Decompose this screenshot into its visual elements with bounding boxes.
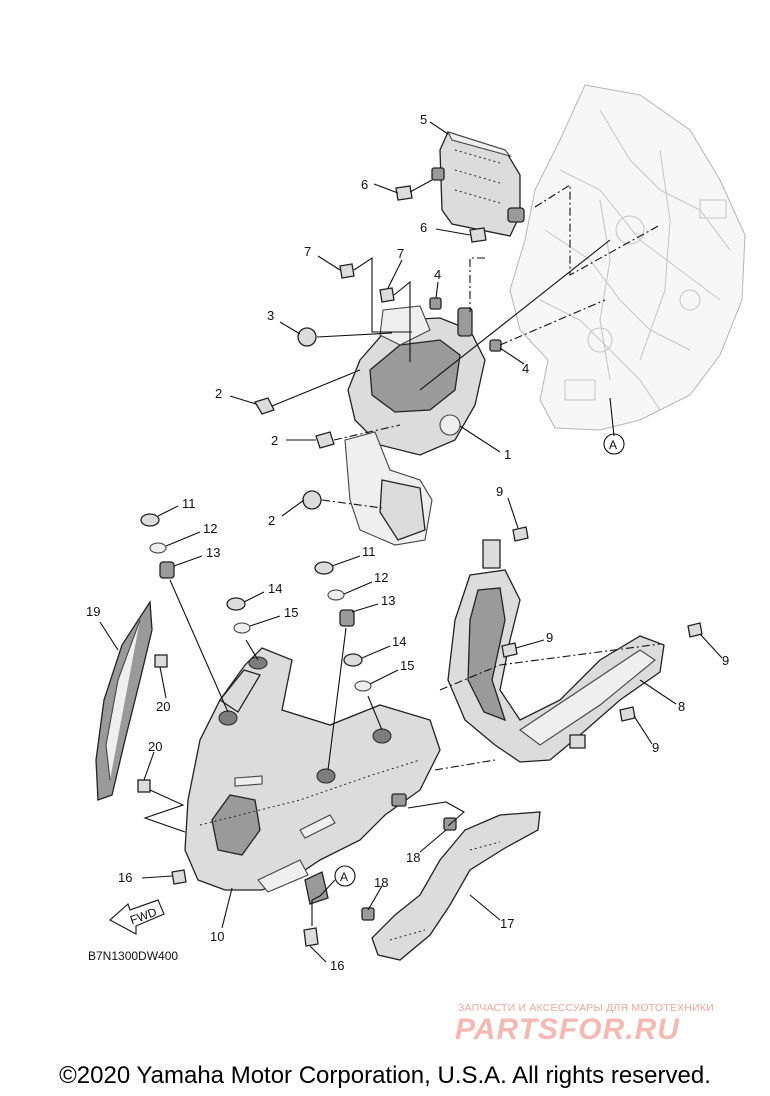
svg-text:12: 12 (203, 521, 217, 536)
bolt-9-a (512, 526, 529, 542)
side-cowl (95, 600, 186, 833)
svg-text:11: 11 (182, 496, 196, 511)
svg-text:1: 1 (504, 447, 511, 462)
svg-text:7: 7 (304, 244, 311, 259)
fwd-arrow: FWD (108, 899, 165, 936)
svg-text:20: 20 (156, 699, 170, 714)
watermark-logo: PARTSFOR.RU (455, 1013, 680, 1046)
screw-11-left (140, 513, 160, 527)
svg-text:20: 20 (148, 739, 162, 754)
washer-12-right (327, 589, 345, 601)
drawing-code: B7N1300DW400 (88, 949, 178, 963)
frame-illustration (509, 84, 746, 431)
nut-13-right (339, 609, 355, 627)
bolt-2-a (254, 369, 361, 415)
svg-text:6: 6 (420, 220, 427, 235)
svg-text:19: 19 (86, 604, 100, 619)
svg-text:9: 9 (546, 630, 553, 645)
svg-text:16: 16 (118, 870, 132, 885)
svg-text:6: 6 (361, 177, 368, 192)
bolt-9-c (687, 622, 703, 638)
bolt-2-b (315, 424, 401, 449)
bolt-9-d (619, 706, 636, 722)
grommet-2-c (302, 490, 383, 510)
svg-text:13: 13 (381, 593, 395, 608)
copyright-text: ©2020 Yamaha Motor Corporation, U.S.A. A… (59, 1062, 711, 1089)
headlight-assembly (344, 305, 486, 546)
air-duct (434, 539, 665, 771)
ecu-unit (431, 131, 525, 237)
screw-16-bottom (303, 927, 319, 947)
washer-15-left (233, 622, 251, 634)
screw-11-right (314, 561, 334, 575)
svg-text:9: 9 (722, 653, 729, 668)
bolt-6-lower (469, 227, 487, 243)
svg-text:7: 7 (397, 246, 404, 261)
nut-4-right (489, 299, 606, 352)
svg-text:11: 11 (362, 544, 376, 559)
washer-15-right (354, 680, 372, 692)
grommet-3 (297, 327, 393, 347)
svg-text:14: 14 (392, 634, 406, 649)
parts-diagram: 5 6 6 7 7 4 3 4 2 2 1 2 11 12 13 14 15 1… (86, 84, 746, 973)
svg-text:12: 12 (374, 570, 388, 585)
washer-12-left (149, 542, 167, 554)
svg-text:17: 17 (500, 916, 514, 931)
nut-4-upper (429, 297, 442, 310)
svg-text:2: 2 (215, 386, 222, 401)
svg-text:14: 14 (268, 581, 282, 596)
svg-text:18: 18 (374, 875, 388, 890)
bolt-9-b (501, 642, 518, 658)
svg-text:A: A (340, 870, 348, 884)
svg-text:2: 2 (271, 433, 278, 448)
svg-text:15: 15 (284, 605, 298, 620)
svg-text:18: 18 (406, 850, 420, 865)
svg-text:5: 5 (420, 112, 427, 127)
svg-text:16: 16 (330, 958, 344, 973)
side-garnish (361, 801, 541, 961)
svg-text:9: 9 (652, 740, 659, 755)
screw-14-left (226, 597, 246, 611)
bolt-7-right (379, 287, 395, 303)
svg-text:FWD: FWD (128, 905, 159, 928)
svg-text:3: 3 (267, 308, 274, 323)
watermark-tagline: ЗАПЧАСТИ И АКСЕССУАРЫ ДЛЯ МОТОТЕХНИКИ (458, 1002, 714, 1014)
svg-text:10: 10 (210, 929, 224, 944)
bolt-6-upper (395, 179, 433, 201)
svg-text:15: 15 (400, 658, 414, 673)
svg-text:4: 4 (522, 361, 529, 376)
nut-13-left (159, 561, 175, 579)
bolt-7-left (339, 263, 355, 279)
screw-16-left (171, 869, 187, 885)
svg-text:9: 9 (496, 484, 503, 499)
svg-text:13: 13 (206, 545, 220, 560)
svg-text:2: 2 (268, 513, 275, 528)
callouts: 5 6 6 7 7 4 3 4 2 2 1 2 11 12 13 14 15 1… (86, 112, 729, 973)
svg-text:8: 8 (678, 699, 685, 714)
svg-text:A: A (609, 438, 617, 452)
svg-text:4: 4 (434, 267, 441, 282)
screw-14-right (343, 653, 363, 667)
front-cowl (184, 647, 441, 905)
